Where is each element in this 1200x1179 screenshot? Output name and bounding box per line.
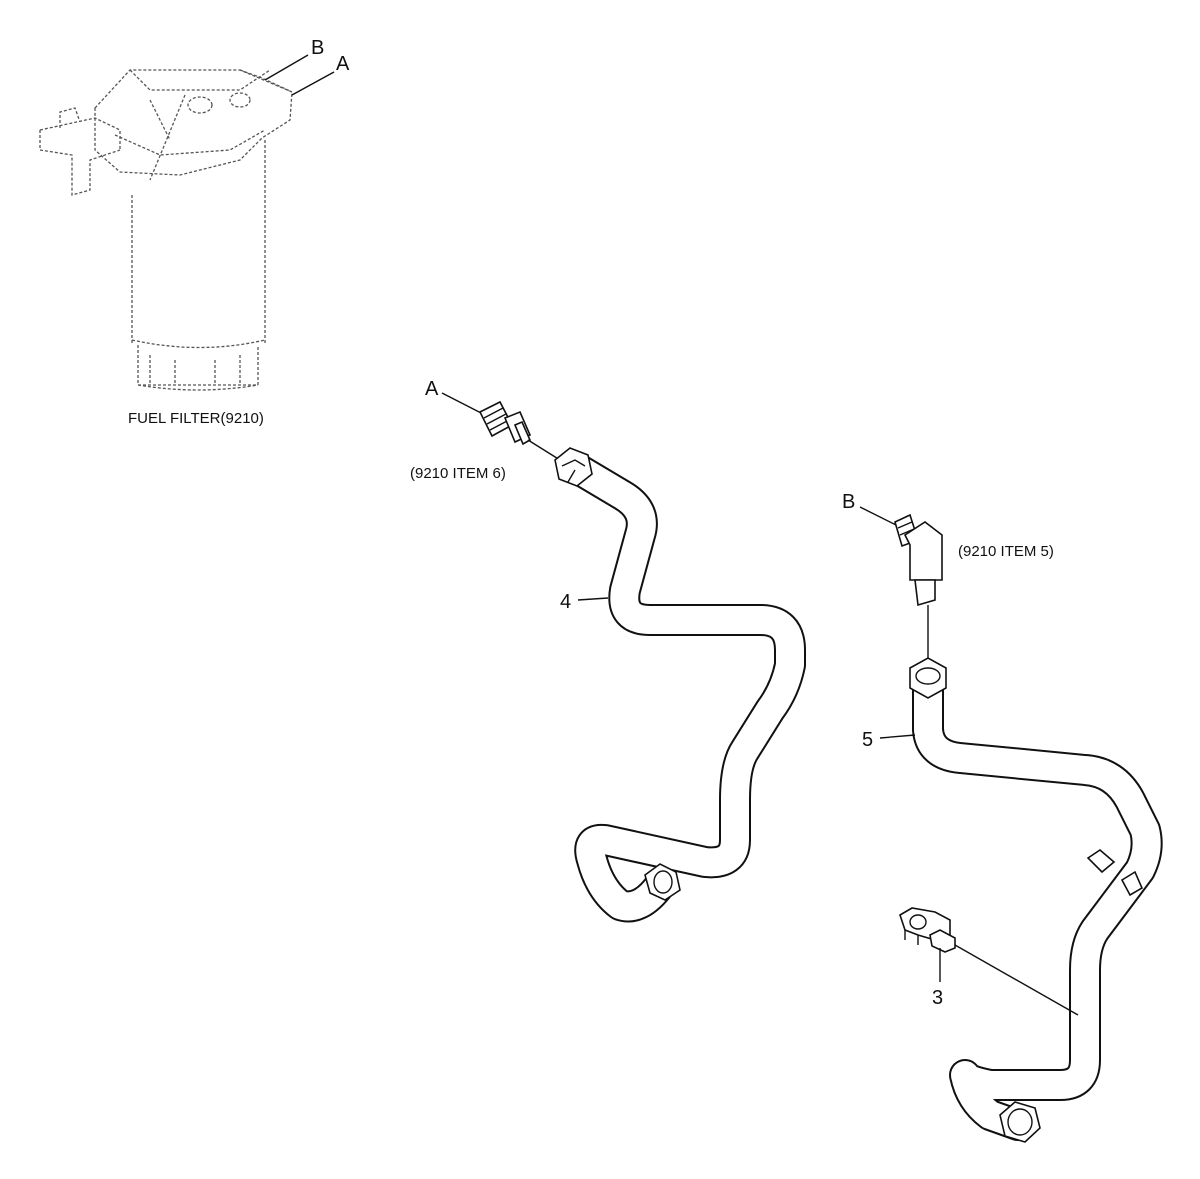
tube-part-5	[909, 657, 1163, 1143]
callout-part-4: 4	[560, 591, 571, 613]
callout-filter-a: A	[336, 53, 350, 75]
fuel-filter-drawing	[39, 69, 293, 391]
caption-fuel-filter: FUEL FILTER(9210)	[128, 410, 264, 427]
caption-item-5: (9210 ITEM 5)	[958, 543, 1054, 560]
fitting-item-5	[894, 513, 943, 607]
leader-line-part-4	[577, 597, 609, 601]
callout-fitting-a: A	[425, 378, 439, 400]
clamp-part-3	[899, 907, 956, 953]
leader-line-filter-a	[291, 71, 335, 96]
callout-fitting-b: B	[842, 491, 855, 513]
tube-part-4	[554, 447, 806, 923]
leader-line-to-tube-4	[527, 439, 561, 461]
callout-filter-b: B	[311, 37, 324, 59]
leader-line-filter-b	[264, 54, 309, 81]
caption-item-6: (9210 ITEM 6)	[410, 465, 506, 482]
callout-part-5: 5	[862, 729, 873, 751]
leader-line-fitting-a	[441, 392, 486, 416]
callout-part-3: 3	[932, 987, 943, 1009]
leader-line-clamp-to-tube	[954, 944, 1079, 1016]
fitting-item-6	[478, 400, 532, 446]
leader-line-part-5	[879, 734, 916, 739]
leader-line-fitting-b	[859, 506, 901, 528]
